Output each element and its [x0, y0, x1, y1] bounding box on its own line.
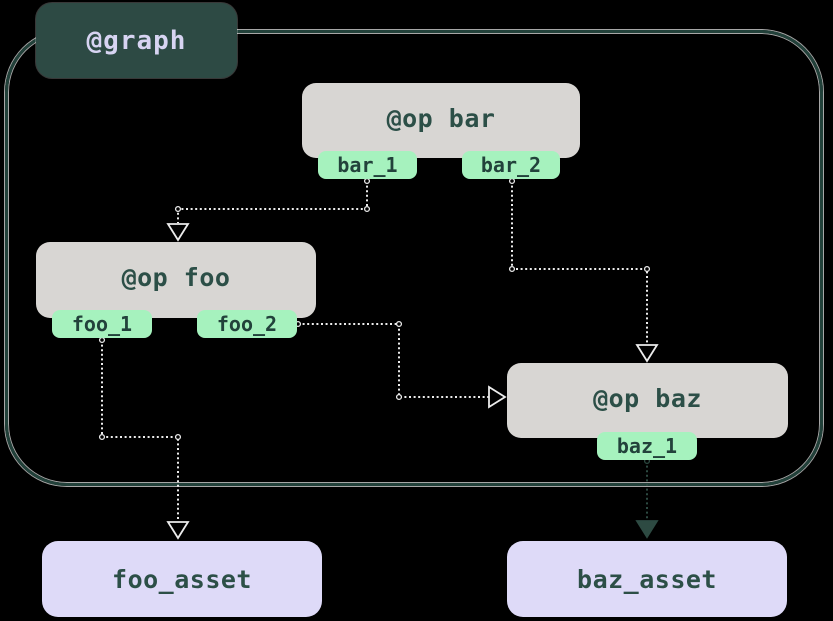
arrowhead-down-icon: [166, 223, 190, 242]
op-bar-label: @op bar: [386, 103, 496, 133]
edge-corner-dot: [508, 177, 516, 185]
edge-line: [511, 181, 648, 345]
op-baz-label: @op baz: [593, 383, 702, 413]
edge-corner-dot: [98, 336, 106, 344]
edge-line: [298, 323, 489, 398]
output-tag-foo_2[interactable]: foo_2: [197, 310, 297, 338]
edge-corner-dot: [395, 320, 403, 328]
edge-bar_2-to-op_baz: [508, 177, 659, 363]
edge-corner-dot: [98, 433, 106, 441]
op-node-baz[interactable]: @op baz baz_1: [507, 363, 788, 460]
edge-baz_1-to-baz_asset: [635, 457, 659, 539]
edge-corner-dot: [363, 177, 371, 185]
edge-corner-dot: [363, 205, 371, 213]
arrowhead-down-icon: [635, 344, 659, 363]
output-tag-baz_1[interactable]: baz_1: [597, 432, 697, 460]
edge-corner-dot: [174, 433, 182, 441]
graph-badge[interactable]: @graph: [36, 3, 237, 78]
arrowhead-down-icon: [635, 520, 659, 539]
op-foo-label: @op foo: [121, 262, 231, 292]
output-tag-bar_1[interactable]: bar_1: [318, 151, 417, 179]
edge-bar_1-to-op_foo: [166, 177, 371, 242]
edge-foo_1-to-foo_asset: [98, 336, 190, 540]
edge-corner-dot: [643, 265, 651, 273]
asset-node-baz_asset[interactable]: baz_asset: [507, 541, 787, 617]
edge-corner-dot: [508, 265, 516, 273]
graph-badge-label: @graph: [86, 25, 187, 56]
foo-asset-label: foo_asset: [112, 564, 252, 594]
graph-boundary: [5, 30, 823, 486]
arrowhead-right-icon: [488, 385, 507, 409]
output-tag-bar_2[interactable]: bar_2: [462, 151, 560, 179]
baz-asset-label: baz_asset: [577, 564, 717, 594]
arrowhead-down-icon: [166, 521, 190, 540]
asset-node-foo_asset[interactable]: foo_asset: [42, 541, 322, 617]
op-node-foo[interactable]: @op foo foo_1 foo_2: [36, 242, 316, 338]
edge-line: [177, 181, 368, 223]
op-node-bar[interactable]: @op bar bar_1 bar_2: [302, 83, 580, 179]
edge-foo_2-to-op_baz: [294, 320, 507, 409]
edge-corner-dot: [174, 205, 182, 213]
edge-corner-dot: [395, 393, 403, 401]
output-tag-foo_1[interactable]: foo_1: [52, 310, 152, 338]
edge-line: [101, 340, 179, 520]
